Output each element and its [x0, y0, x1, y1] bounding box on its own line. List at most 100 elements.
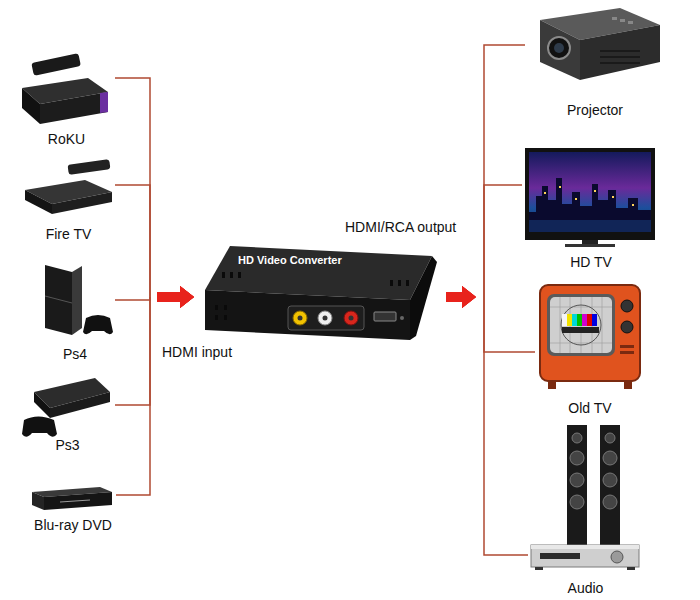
hd-tv-icon-part-part [559, 186, 561, 188]
audio-icon-part-part [603, 473, 617, 487]
flow-arrow [157, 286, 194, 308]
hd-tv-icon-part-part [632, 204, 634, 206]
flow-arrow [446, 286, 476, 308]
old-tv-icon-part [587, 314, 592, 326]
converter-icon-part-part [406, 280, 409, 286]
connector [116, 286, 194, 495]
converter-icon-part [349, 316, 354, 321]
ps4-icon-part [45, 296, 72, 303]
old-tv-icon-part [547, 294, 615, 356]
old-tv-icon-part [621, 321, 633, 333]
source-device: Ps4 [35, 262, 115, 362]
audio-icon-part [570, 433, 617, 509]
bracket-line [115, 297, 150, 405]
bracket-line [484, 185, 522, 297]
projector-icon-part [540, 20, 580, 80]
bluray-icon-part [60, 500, 90, 502]
hd-tv-icon-part-part [544, 192, 546, 194]
audio-icon-part [627, 567, 635, 570]
bluray-icon [32, 487, 112, 510]
port-label: HDMI input [162, 344, 232, 360]
projector-icon-part [628, 21, 633, 24]
projector-icon-part [612, 17, 617, 20]
converter-icon-part-part [222, 272, 225, 278]
audio-icon-part-part [570, 495, 584, 509]
old-tv-icon-part [572, 314, 577, 326]
projector-icon-part-part [600, 62, 640, 64]
device-label: Ps4 [63, 346, 87, 362]
converter-icon-part [293, 311, 307, 325]
fire-tv-icon [25, 159, 112, 214]
audio-icon-part [531, 545, 639, 567]
converter-icon-part [400, 316, 404, 320]
hd-tv-icon-part [529, 152, 651, 232]
projector-icon [540, 8, 660, 80]
bracket-line [115, 297, 150, 300]
converter-icon-part [205, 290, 410, 340]
bluray-icon-part [32, 492, 44, 510]
connector [115, 185, 194, 308]
audio-icon-part [567, 425, 587, 547]
flow-arrow [157, 286, 194, 308]
converter-icon-part-part [224, 315, 227, 320]
old-tv-icon-part [567, 314, 572, 326]
fire-tv-icon-part [68, 159, 111, 175]
projector-icon-part [600, 50, 640, 64]
connector [446, 185, 522, 308]
old-tv-icon-part [561, 305, 601, 345]
old-tv-icon-part [621, 300, 633, 312]
ps3-icon-part [34, 392, 50, 418]
converter-icon-part-part [215, 305, 218, 310]
ps3-icon-part [22, 417, 57, 437]
converter-icon-part-part [230, 272, 233, 278]
output-device: Projector [525, 4, 665, 118]
converter-icon-part-part [398, 280, 401, 286]
audio-icon-part [540, 553, 580, 559]
converter-icon [205, 246, 437, 340]
converter-icon-part [288, 306, 364, 330]
converter-icon-part-part [390, 280, 393, 286]
audio-icon-part [531, 545, 639, 549]
ps4-icon [45, 265, 113, 335]
ps4-icon-part [45, 265, 72, 335]
hd-tv-icon-part-part [575, 198, 577, 200]
flow-arrow [446, 286, 476, 308]
connector [446, 286, 535, 352]
hd-tv-icon-part-part [594, 190, 596, 192]
audio-icon-part-part [570, 451, 584, 465]
converter-icon-part [344, 311, 358, 325]
flow-arrow [157, 286, 194, 308]
old-tv-icon-part [562, 314, 567, 326]
bracket-line [484, 297, 528, 555]
flow-arrow [446, 286, 476, 308]
output-device: HD TV [522, 146, 660, 270]
device-label: RoKU [48, 131, 85, 147]
old-tv-icon-part [592, 314, 597, 326]
connector [115, 286, 194, 308]
bracket-line [115, 78, 150, 297]
connector [446, 45, 525, 308]
port-label: HDMI/RCA output [345, 219, 456, 235]
projector-icon-part [548, 37, 570, 59]
fire-tv-icon-part [52, 192, 112, 214]
ps4-icon-part [83, 315, 113, 334]
flow-arrow [157, 286, 194, 308]
hd-tv-icon-part-part [612, 196, 614, 198]
old-tv-icon-part [548, 381, 556, 389]
bracket-line [484, 297, 535, 352]
audio-icon-part [600, 425, 620, 547]
audio-icon-part [535, 567, 543, 570]
source-device: Ps3 [20, 375, 115, 453]
device-label: Blu-ray DVD [34, 517, 112, 533]
device-label: Projector [567, 102, 623, 118]
roku-icon-part [31, 53, 81, 76]
old-tv-icon [540, 285, 640, 389]
ps3-icon-part [50, 392, 110, 418]
converter-icon-part [410, 256, 437, 340]
converter-box: HD Video Converter [198, 240, 442, 345]
roku-icon-part [100, 92, 108, 113]
old-tv-icon-part [582, 314, 587, 326]
device-label: Ps3 [55, 437, 79, 453]
